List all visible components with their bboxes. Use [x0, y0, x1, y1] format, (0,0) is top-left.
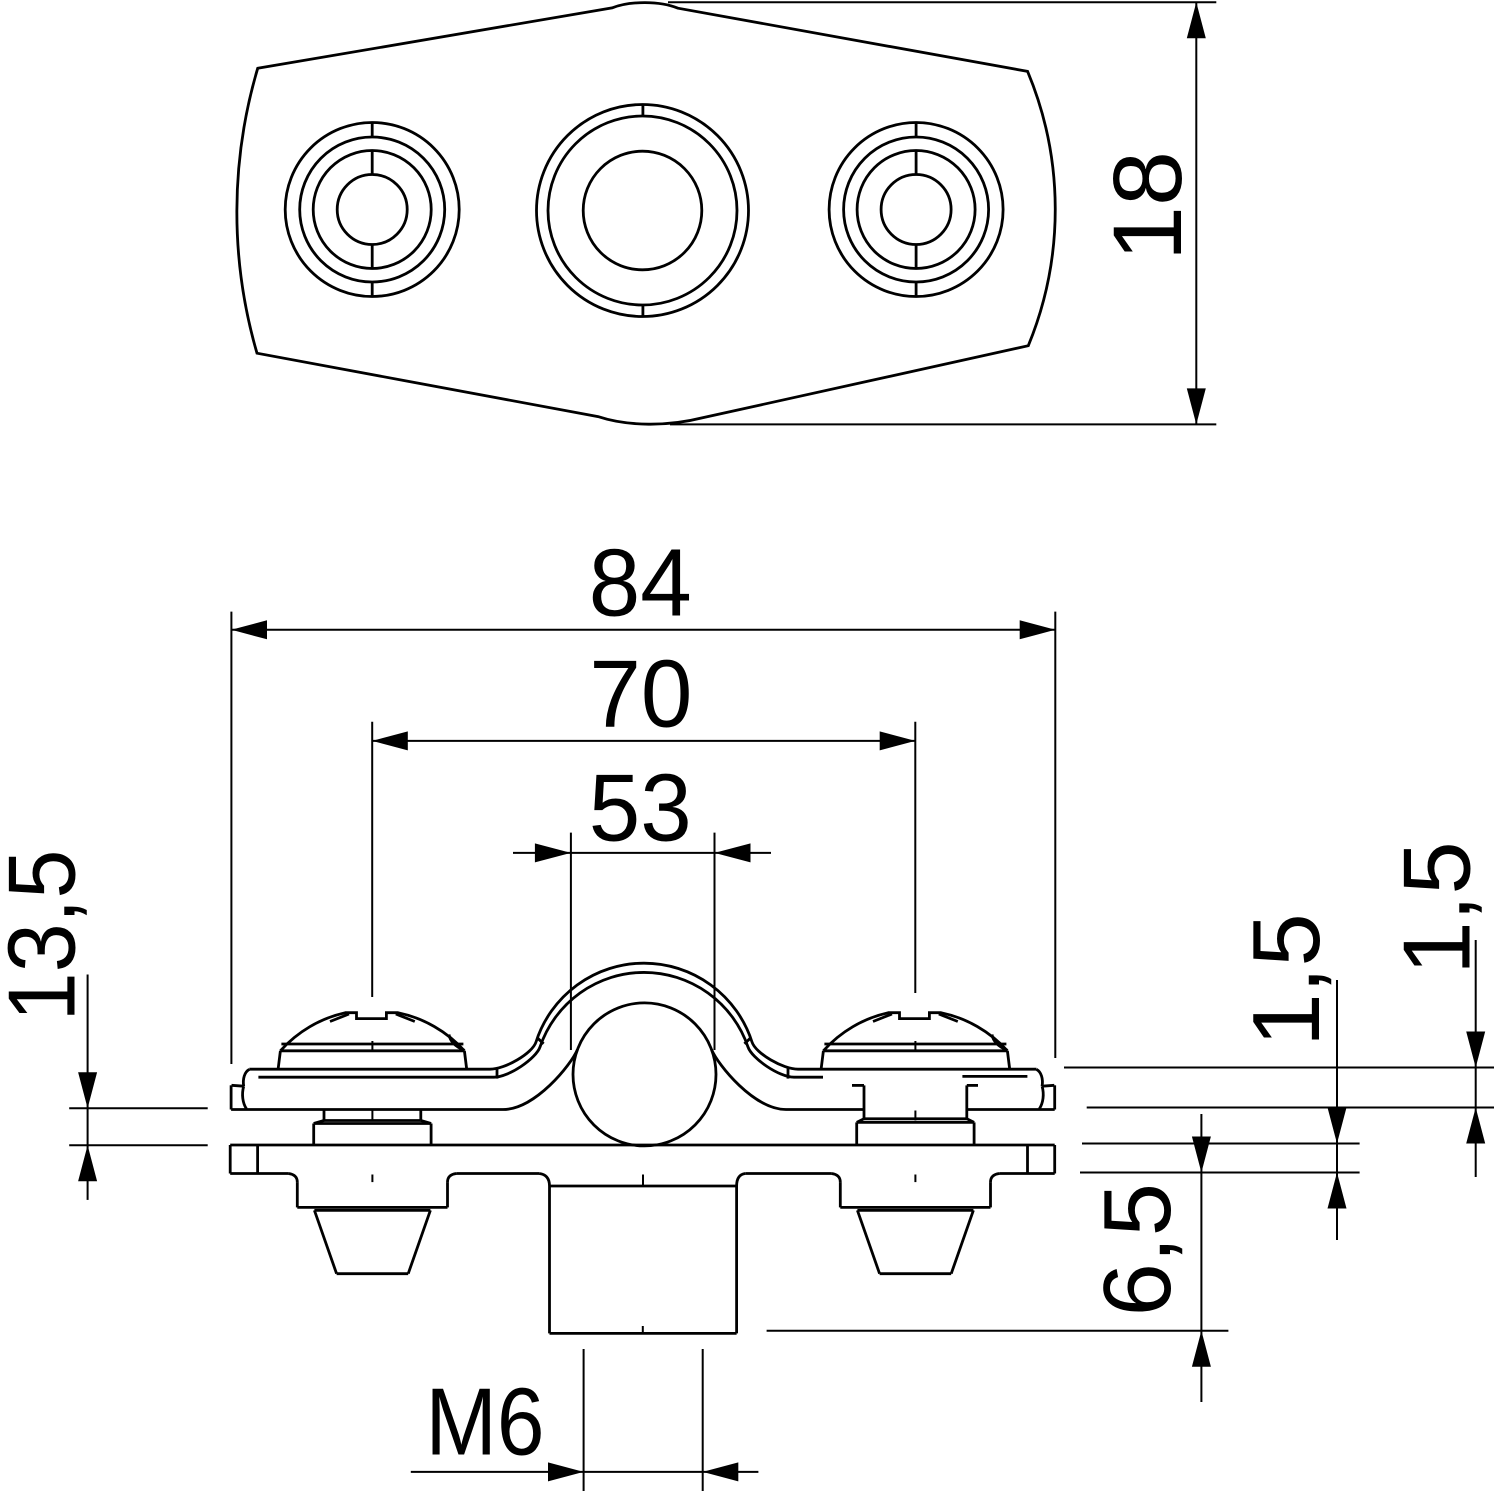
svg-text:13,5: 13,5: [0, 850, 96, 1022]
svg-text:6,5: 6,5: [1084, 1183, 1191, 1316]
svg-text:84: 84: [589, 529, 692, 636]
svg-text:18: 18: [1093, 151, 1202, 261]
svg-text:M6: M6: [426, 1368, 545, 1475]
svg-text:53: 53: [589, 754, 692, 861]
svg-text:1,5: 1,5: [1233, 913, 1340, 1046]
svg-text:70: 70: [589, 640, 692, 747]
svg-text:1,5: 1,5: [1383, 841, 1490, 974]
